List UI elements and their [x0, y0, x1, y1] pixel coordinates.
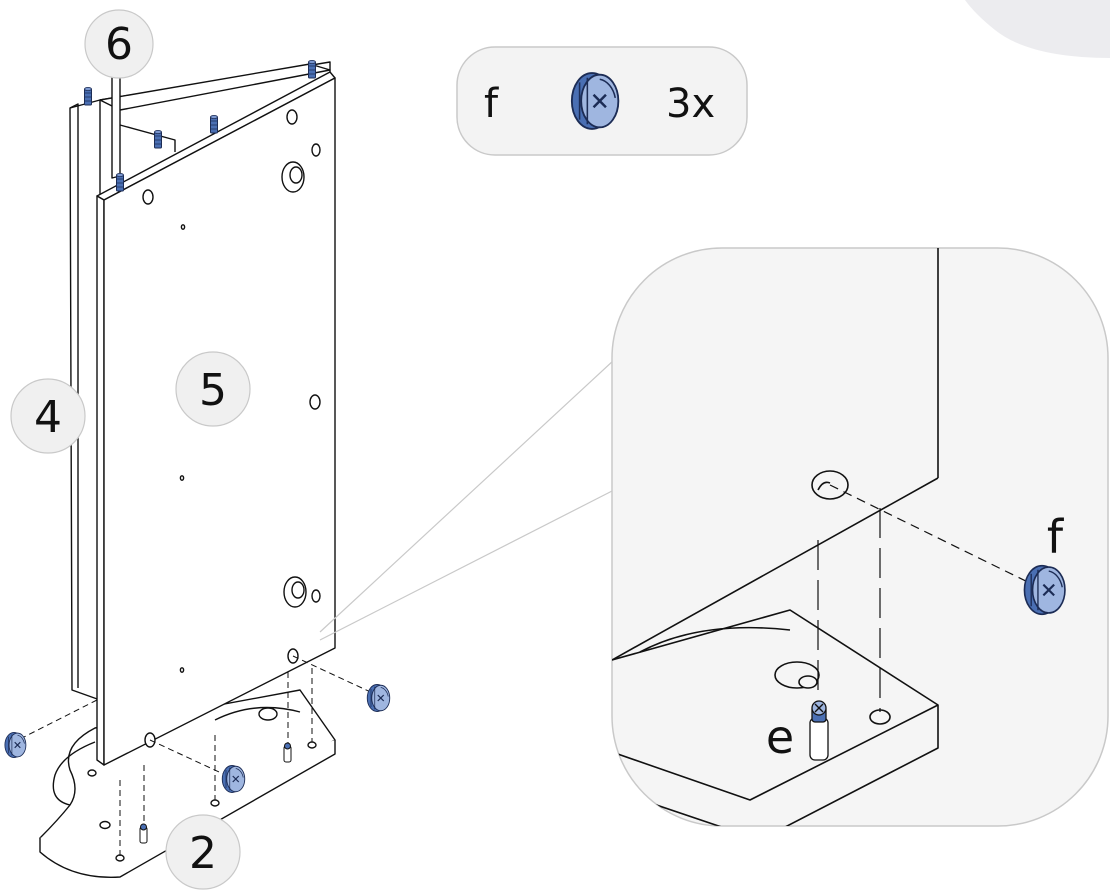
detail-callout: [611, 247, 1109, 827]
parts-callout: f 3x: [456, 46, 748, 156]
front-panel: [96, 71, 336, 766]
corner-decoration: [965, 0, 1110, 58]
cam-lock-icon: [366, 683, 391, 713]
bolt-icon: [308, 59, 316, 79]
part-quantity: 3x: [666, 81, 715, 127]
cam-lock-icon: [4, 731, 27, 759]
dowel-icon: [139, 742, 292, 844]
bolt-icon: [84, 86, 92, 106]
label-2: 2: [165, 814, 241, 890]
cam-lock-icon: [221, 764, 246, 794]
svg-text:2: 2: [189, 828, 217, 879]
detail-dowel-label: e: [766, 710, 794, 764]
part-letter: f: [484, 81, 499, 127]
top-rail: [99, 62, 331, 179]
dowel-icon: [809, 700, 829, 761]
bolt-icon: [154, 129, 162, 149]
bolt-icon: [210, 114, 218, 134]
label-5: 5: [175, 351, 251, 427]
magnify-rays: [319, 359, 615, 641]
label-6: 6: [84, 9, 154, 79]
assembly-guides: [17, 655, 378, 858]
main-assembly: [17, 61, 378, 878]
svg-text:5: 5: [199, 365, 227, 416]
cam-lock-icon: [570, 71, 620, 131]
cam-lock-icon: [1023, 564, 1067, 616]
label-4: 4: [10, 378, 86, 454]
svg-text:6: 6: [105, 19, 133, 70]
main-hardware: [4, 59, 391, 844]
detail-cam-label: f: [1047, 510, 1065, 564]
bolt-icon: [116, 172, 124, 192]
svg-text:4: 4: [34, 392, 62, 443]
